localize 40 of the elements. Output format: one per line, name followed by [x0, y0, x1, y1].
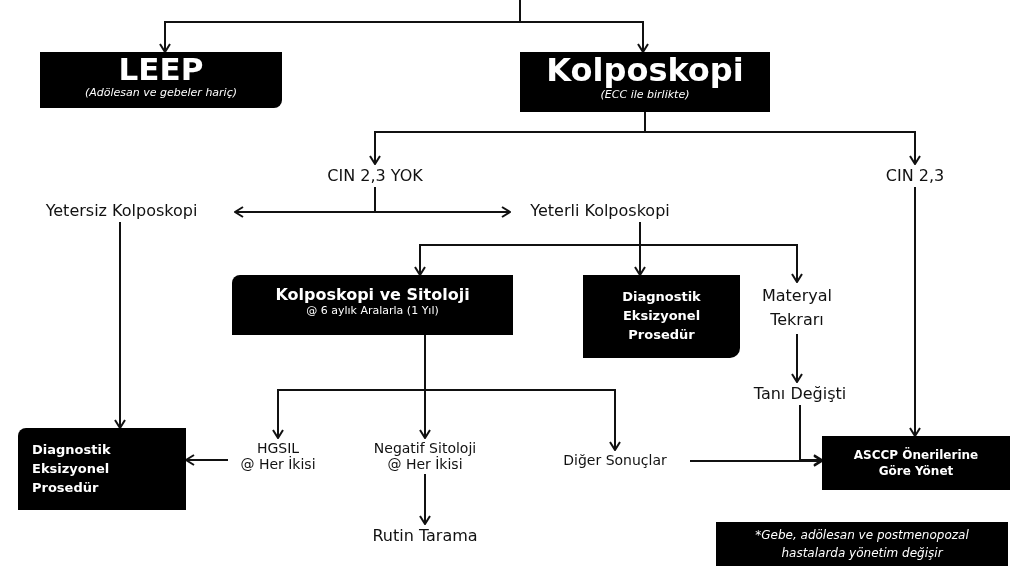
- process-box: [520, 52, 770, 112]
- process-box: [232, 275, 513, 335]
- box-title: ASCCP Önerilerine Göre Yönet: [852, 446, 980, 479]
- arrow: [791, 333, 803, 383]
- step-label: CIN 2,3: [884, 166, 946, 185]
- arrow: [114, 221, 126, 429]
- step-note: @ Her İkisi: [239, 456, 317, 472]
- step-label: CIN 2,3 YOK: [326, 166, 424, 185]
- arrow: [185, 454, 229, 466]
- step-label: Tanı Değişti: [752, 384, 848, 403]
- box-subtitle: @ 6 aylık Aralarla (1 Yıl): [305, 304, 440, 317]
- step-label: Rutin Tarama: [371, 526, 479, 545]
- arrow: [424, 334, 621, 451]
- step-label: Negatif Sitoloji: [372, 440, 478, 456]
- arrow: [799, 404, 823, 466]
- step-label: Diğer Sonuçlar: [562, 452, 668, 468]
- arrow: [519, 0, 649, 53]
- step-label: Yetersiz Kolposkopi: [44, 201, 199, 220]
- arrow: [374, 186, 511, 218]
- process-box: [583, 275, 740, 358]
- box-title: Kolposkopi: [545, 52, 745, 88]
- note-box: [716, 522, 1008, 566]
- box-subtitle: (ECC ile birlikte): [599, 88, 691, 101]
- step-label: HGSIL: [255, 440, 301, 456]
- process-box: [40, 52, 282, 108]
- arrow: [419, 473, 431, 525]
- process-box: [18, 428, 186, 510]
- box-title: Kolposkopi ve Sitoloji: [274, 284, 471, 304]
- box-title: Diagnostik Eksizyonel Prosedür: [621, 288, 702, 344]
- arrow: [909, 186, 921, 437]
- outcome-box: [822, 436, 1010, 490]
- box-title: *Gebe, adölesan ve postmenopozal hastalarda yönetim değişir: [754, 527, 970, 562]
- step-label: Yeterli Kolposkopi: [529, 201, 671, 220]
- box-title: LEEP: [117, 52, 205, 86]
- arrow: [644, 111, 921, 165]
- step-label: Materyal Tekrarı: [761, 285, 833, 331]
- arrow: [689, 455, 823, 467]
- box-title: Diagnostik Eksizyonel Prosedür: [31, 441, 112, 497]
- box-subtitle: (Adölesan ve gebeler hariç): [83, 86, 238, 99]
- step-note: @ Her İkisi: [386, 456, 464, 472]
